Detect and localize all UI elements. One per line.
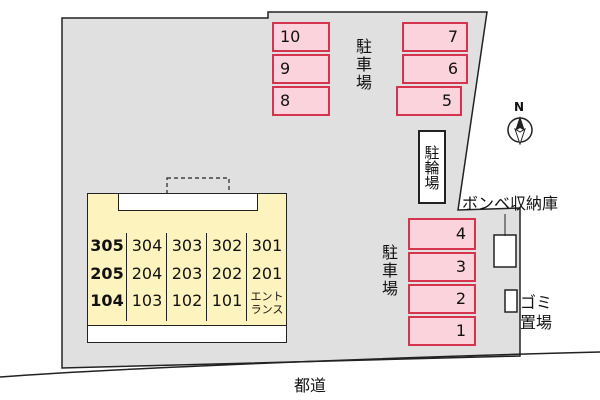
north-label: N [514,100,525,114]
building-bottom-strip [87,325,287,343]
north-arrow-icon [507,116,533,146]
unit-205: 205 [90,264,124,283]
unit-102: 102 [171,291,203,310]
building-top-strip [118,193,258,211]
unit-103: 103 [131,291,163,310]
parking-south-label: 駐車場 [379,244,398,298]
parking-slot-8: 8 [272,86,330,116]
parking-slot-2: 2 [408,284,476,314]
garbage-label: ゴミ置場 [520,293,553,332]
unit-204: 204 [131,264,163,283]
road-label: 都道 [294,376,327,395]
parking-slot-10: 10 [272,22,330,52]
unit-203: 203 [171,264,203,283]
parking-slot-1: 1 [408,316,476,346]
bicycle-parking: 駐輪場 [418,130,446,204]
unit-305: 305 [90,236,124,255]
unit-302: 302 [211,236,243,255]
parking-slot-9: 9 [272,54,330,84]
unit-101: 101 [211,291,243,310]
unit-304: 304 [131,236,163,255]
parking-slot-7: 7 [402,22,468,52]
entrance-label: エントランス [250,290,284,316]
road-edge [0,351,600,378]
unit-202: 202 [211,264,243,283]
unit-201: 201 [251,264,283,283]
unit-301: 301 [251,236,283,255]
garbage-box [504,289,518,313]
unit-303: 303 [171,236,203,255]
gas-storage-label: ボンベ収納庫 [462,194,559,213]
gas-storage-box [493,234,517,268]
parking-slot-6: 6 [402,54,468,84]
parking-slot-5: 5 [396,86,462,116]
parking-slot-3: 3 [408,252,476,282]
parking-slot-4: 4 [408,218,476,250]
unit-104: 104 [90,291,124,310]
parking-north-label: 駐車場 [353,38,372,92]
